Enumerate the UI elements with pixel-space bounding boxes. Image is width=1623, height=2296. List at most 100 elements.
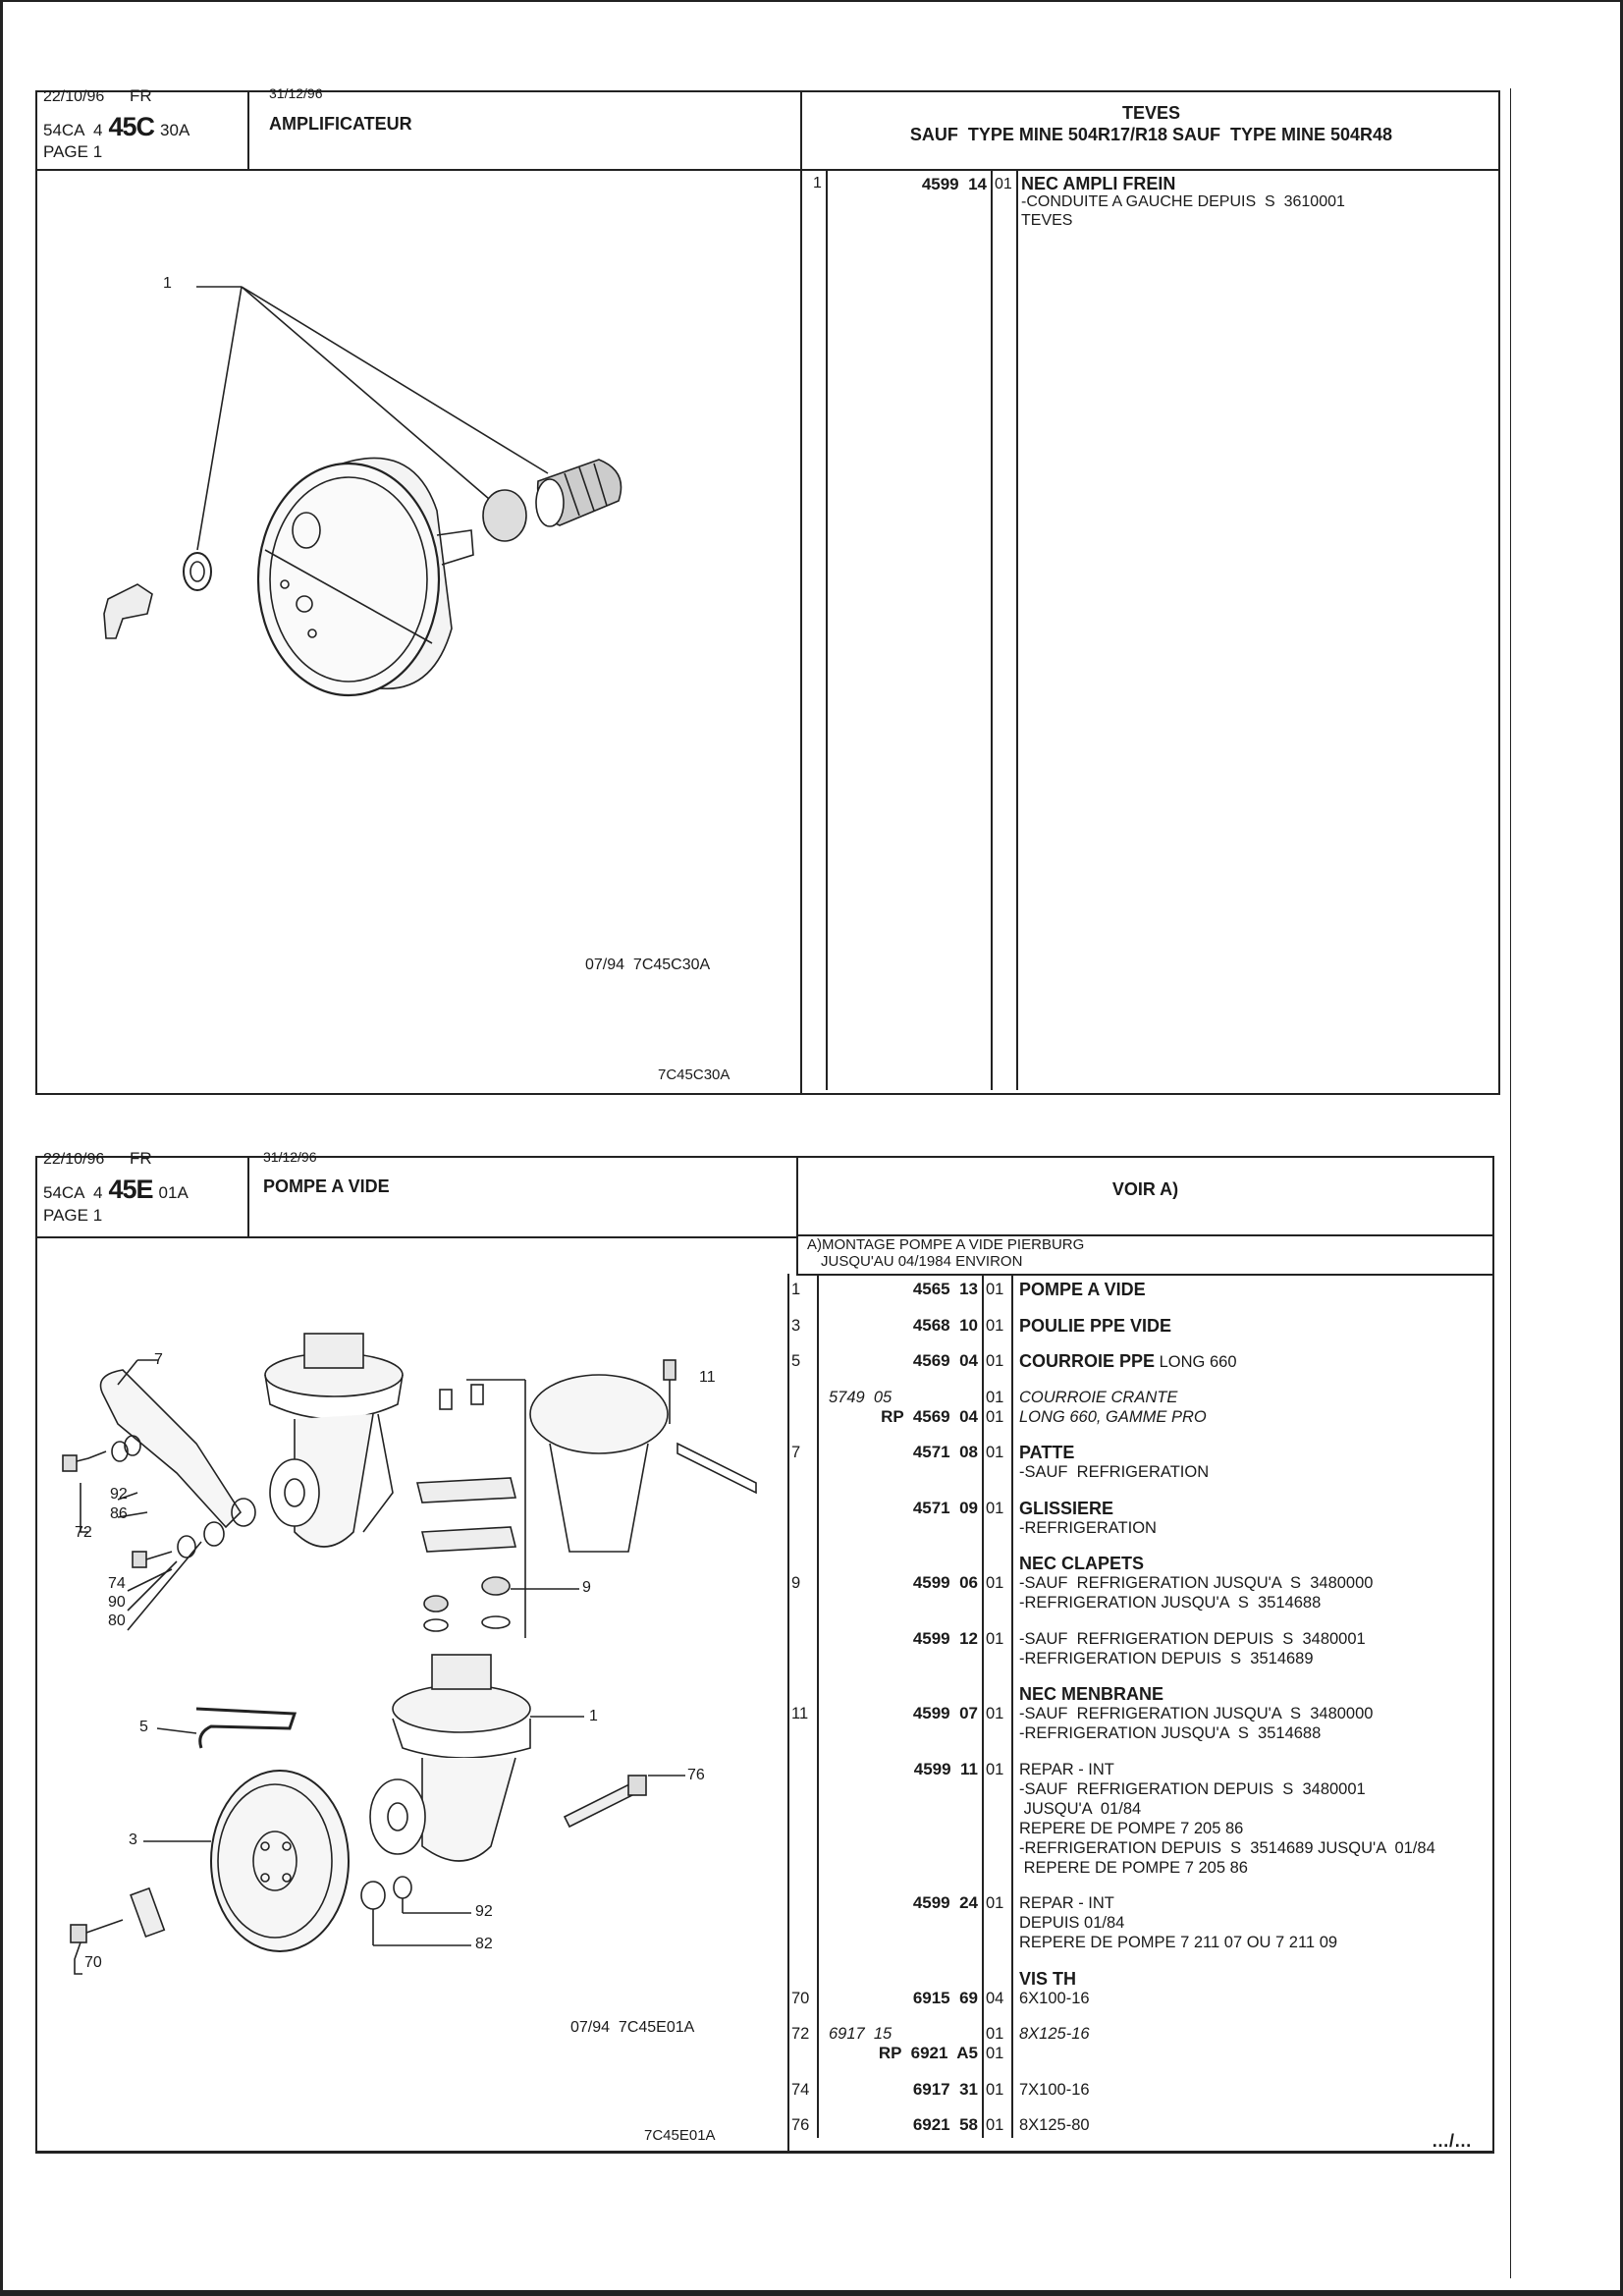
part-description: GLISSIERE: [1019, 1499, 1113, 1518]
sheet-2-left-border: [35, 1236, 37, 2152]
callout-label: 11: [699, 1369, 716, 1386]
description-text: DEPUIS 01/84: [1019, 1914, 1125, 1932]
quantity: 01: [986, 2080, 1004, 2099]
alternate-reference: 6917 15: [829, 2025, 893, 2043]
section-subtitle: JUSQU'AU 04/1984 ENVIRON: [821, 1253, 1023, 1270]
update-date: 31/12/96: [269, 85, 323, 101]
entry-line: -REFRIGERATION JUSQU'A S 3514688: [787, 1723, 1492, 1743]
callout-label: 80: [108, 1613, 126, 1629]
entry-line: JUSQU'A 01/84: [787, 1799, 1492, 1819]
desc-column-line: [1016, 171, 1018, 1090]
quantity: 01: [986, 1499, 1004, 1517]
update-date: 31/12/96: [263, 1149, 317, 1165]
description-text: JUSQU'A 01/84: [1019, 1799, 1142, 1818]
description-text: 7X100-16: [1019, 2080, 1090, 2099]
description-text: REPERE DE POMPE 7 205 86: [1019, 1858, 1248, 1877]
callout-label: 92: [475, 1903, 493, 1920]
part-description: DEPUIS 01/84: [1019, 1913, 1124, 1933]
quantity: 01: [986, 1894, 1004, 1912]
part-description: NEC AMPLI FREIN: [1021, 174, 1176, 193]
sheet-condition: TEVES SAUF TYPE MINE 504R17/R18 SAUF TYP…: [802, 102, 1500, 145]
part-description: 6X100-16: [1019, 1989, 1090, 2008]
page-number: PAGE 1: [43, 1206, 103, 1225]
description-text: VIS TH: [1019, 1968, 1077, 1989]
part-number: 6917 31: [912, 2079, 978, 2099]
description-suffix: LONG 660: [1155, 1353, 1237, 1371]
part-description: -REFRIGERATION JUSQU'A S 3514688: [1019, 1593, 1321, 1613]
drawing-code: 7C45C30A: [658, 1066, 730, 1083]
part-number: 4568 10: [912, 1315, 978, 1335]
entry-line: VIS TH: [787, 1969, 1492, 1989]
description-text: POULIE PPE VIDE: [1019, 1315, 1172, 1336]
callout-label: 70: [84, 1954, 102, 1971]
entry-line: -REFRIGERATION JUSQU'A S 3514688: [787, 1593, 1492, 1613]
callout-label: 74: [108, 1575, 126, 1592]
qty-column-line: [982, 1274, 984, 2138]
list-right-line: [1492, 1274, 1494, 2152]
callout-label: 5: [139, 1719, 148, 1735]
entry-line: NEC CLAPETS: [787, 1554, 1492, 1573]
part-description: -REFRIGERATION: [1019, 1518, 1157, 1538]
sheet-2-header-frame: [35, 1156, 1494, 1238]
item-number: 5: [791, 1352, 801, 1370]
item-number: 1: [791, 1281, 801, 1298]
description-text: -SAUF REFRIGERATION JUSQU'A S 3480000: [1019, 1705, 1374, 1722]
entry-line: DEPUIS 01/84: [787, 1913, 1492, 1933]
ref-group: 45E: [108, 1175, 154, 1204]
part-description: -SAUF REFRIGERATION DEPUIS S 3480001: [1019, 1779, 1366, 1799]
drawing-code: 7C45E01A: [644, 2127, 716, 2144]
item-column-line: [817, 1274, 819, 2138]
sheet-date: 22/10/96: [43, 88, 105, 105]
sheet-lang: FR: [130, 1149, 152, 1168]
quantity: 01: [986, 2025, 1004, 2043]
part-description: -SAUF REFRIGERATION JUSQU'A S 3480000: [1019, 1704, 1373, 1723]
item-number: 76: [791, 2116, 810, 2134]
part-number: 4565 13: [912, 1280, 978, 1298]
sheet-2-header-divider: [35, 1236, 798, 1238]
description-text: GLISSIERE: [1019, 1498, 1114, 1518]
sheet-1-header-divider-right: [802, 169, 1500, 171]
qty-column-line: [991, 171, 993, 1090]
part-description: REPERE DE POMPE 7 205 86: [1019, 1819, 1243, 1838]
item-number: 1: [813, 175, 822, 191]
description-text: -REFRIGERATION: [1019, 1518, 1157, 1537]
entry-line: REPERE DE POMPE 7 211 07 OU 7 211 09: [787, 1933, 1492, 1952]
part-description: LONG 660, GAMME PRO: [1019, 1407, 1207, 1427]
part-note: -CONDUITE A GAUCHE DEPUIS S 3610001: [1021, 193, 1345, 210]
sheet-title: AMPLIFICATEUR: [269, 114, 412, 134]
description-text: 8X125-16: [1019, 2025, 1090, 2043]
item-number: 7: [791, 1444, 801, 1461]
part-description: -SAUF REFRIGERATION: [1019, 1462, 1209, 1482]
description-text: -SAUF REFRIGERATION DEPUIS S 3480001: [1019, 1779, 1366, 1798]
item-column-line: [826, 171, 828, 1090]
sheet-1-frame: [35, 90, 1500, 1095]
page-number: PAGE 1: [43, 142, 103, 161]
sheet-2-bottom-line: [35, 2151, 1494, 2154]
quantity: 01: [986, 1281, 1004, 1298]
entry-line: -REFRIGERATION DEPUIS S 3514689: [787, 1649, 1492, 1668]
part-description: POMPE A VIDE: [1019, 1280, 1146, 1299]
part-description: NEC MENBRANE: [1019, 1684, 1163, 1704]
description-text: NEC MENBRANE: [1019, 1684, 1164, 1704]
description-text: REPAR - INT: [1019, 1760, 1114, 1778]
sheet-condition: VOIR A): [1111, 1179, 1179, 1199]
quantity: 01: [986, 1352, 1004, 1370]
part-number: 4599 24: [912, 1893, 978, 1912]
entry-line: REPERE DE POMPE 7 205 86: [787, 1819, 1492, 1838]
quantity: 01: [986, 1705, 1004, 1722]
